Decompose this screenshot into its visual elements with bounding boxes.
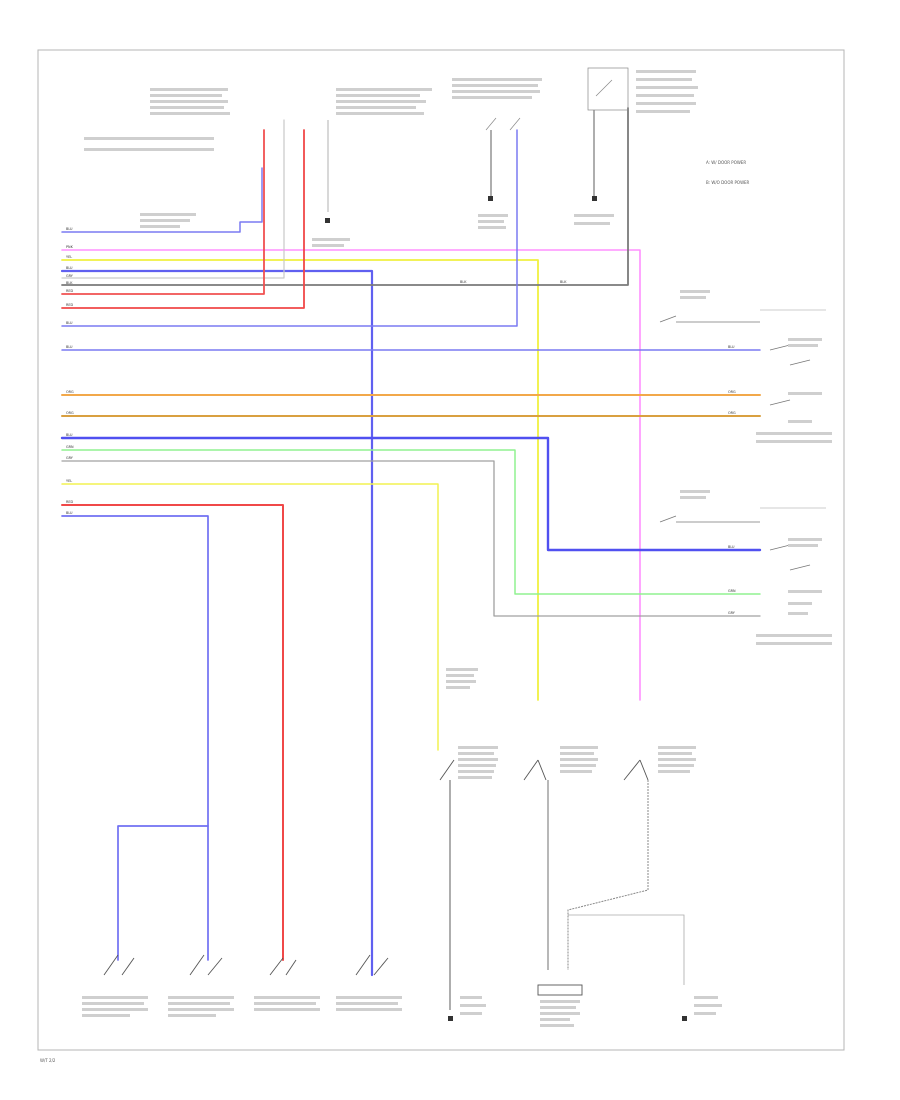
tag-blu-r1: BLU (728, 345, 735, 349)
tag-red-1: RED (66, 289, 73, 293)
wire-red-short (61, 129, 265, 295)
wire-blu-branch (117, 825, 209, 961)
wire-blk-lower-3 (567, 780, 649, 970)
tag-blu-2: BLU (66, 266, 73, 270)
tag-org-r1: ORG (728, 390, 736, 394)
tag-org-2: ORG (66, 411, 74, 415)
wire-blk-bus (61, 107, 629, 286)
tag-org-r2: ORG (728, 411, 736, 415)
bottom-switches (103, 759, 649, 996)
faded-labels (82, 70, 832, 1027)
bus-wires (60, 107, 762, 977)
tag-blu-r2: BLU (728, 545, 735, 549)
tag-pnk: PNK (66, 245, 74, 249)
wire-yel (61, 259, 539, 701)
right-door-switches (659, 309, 826, 571)
tag-blu-5: BLU (66, 433, 73, 437)
tag-blu-6: BLU (66, 511, 73, 515)
wire-pnk (61, 249, 641, 701)
tag-blu-4: BLU (66, 345, 73, 349)
legend: A: W/ DOOR POWER B: W/O DOOR POWER (706, 160, 750, 185)
diagram-footer-code: W/T 2/2 (40, 1058, 56, 1063)
tag-gry-r: GRY (728, 611, 736, 615)
wire-blu-lower2 (61, 515, 209, 961)
wire-gry-2 (61, 460, 761, 617)
wire-grn (61, 449, 761, 595)
connector-marks (325, 196, 687, 1021)
tag-yel: YEL (66, 255, 72, 259)
tag-blu-1: BLU (66, 227, 73, 231)
wire-tags: BLU PNK YEL BLU GRY BLK RED RED BLU BLU … (66, 227, 736, 615)
wire-blu-thick (60, 269, 374, 977)
wire-red-lower (61, 504, 284, 961)
tag-blu-3: BLU (66, 321, 73, 325)
diagram-frame (37, 49, 845, 1051)
legend-item-b: B: W/O DOOR POWER (706, 180, 750, 185)
tag-yel-2: YEL (66, 479, 72, 483)
tag-org-1: ORG (66, 390, 74, 394)
wire-gry-1 (61, 119, 285, 279)
wire-blu-right (61, 129, 518, 327)
tag-blk: BLK (66, 281, 73, 285)
tag-grn-r: GRN (728, 589, 736, 593)
vertical-drops (327, 110, 685, 1010)
tag-grn: GRN (66, 445, 74, 449)
wire-yel-lower (61, 483, 439, 751)
tag-gry: GRY (66, 274, 74, 278)
tag-red-2: RED (66, 303, 73, 307)
wire-blu-lower (60, 436, 762, 552)
tag-red-3: RED (66, 500, 73, 504)
wire-blk-lower-4 (568, 914, 685, 985)
top-modules (485, 67, 629, 131)
legend-item-a: A: W/ DOOR POWER (706, 160, 746, 165)
wire-red-2 (61, 129, 305, 309)
tag-gry-2: GRY (66, 456, 74, 460)
tag-blk-3: BLK (560, 280, 567, 284)
wire-blu-top (61, 167, 263, 233)
tag-blk-2: BLK (460, 280, 467, 284)
